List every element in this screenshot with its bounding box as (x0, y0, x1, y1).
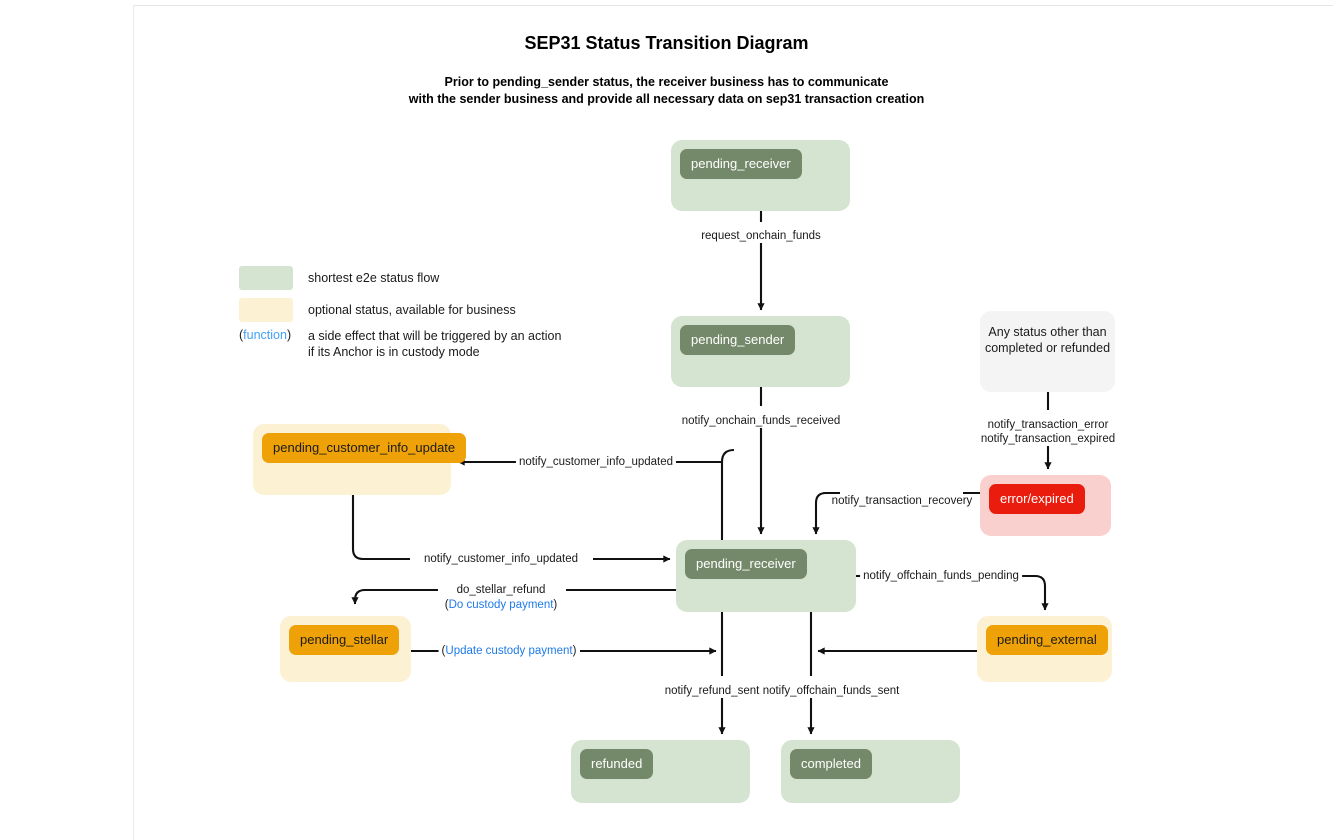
node-label-error-expired: error/expired (989, 484, 1085, 514)
edge-label-notify-customer-info-updated-top: notify_customer_info_updated (515, 455, 677, 469)
legend-function-desc-line1: a side effect that will be triggered by … (308, 329, 562, 343)
edge-label-notify-onchain-funds-received: notify_onchain_funds_received (678, 414, 844, 428)
edge-notify-customer-info-updated-top-riser-hidden (856, 528, 866, 555)
fn-paren-close-do-custody: ) (553, 599, 558, 611)
fn-paren-open-do-custody: ( (444, 599, 449, 611)
edge-label-do-custody-payment: (Do custody payment) (441, 598, 561, 612)
legend-item-optional-status: optional status, available for business (239, 298, 516, 322)
edge-label-update-custody-payment: (Update custody payment) (438, 644, 580, 658)
legend-item-shortest-flow: shortest e2e status flow (239, 266, 439, 290)
node-pending-receiver-top[interactable]: pending_receiver (671, 140, 850, 211)
node-error-expired[interactable]: error/expired (980, 475, 1111, 536)
edge-label-do-stellar-refund: do_stellar_refund (453, 583, 549, 597)
edge-label-request-onchain-funds: request_onchain_funds (698, 229, 824, 243)
fn-text-update-custody-payment: Update custody payment (445, 645, 573, 657)
edge-do-stellar-refund-b (351, 588, 438, 605)
node-label-pending-receiver-top: pending_receiver (680, 149, 802, 179)
node-label-completed: completed (790, 749, 872, 779)
fn-paren-close-update-custody: ) (572, 645, 577, 657)
legend-function-description: a side effect that will be triggered by … (308, 328, 561, 360)
page-subtitle-line2: with the sender business and provide all… (408, 92, 925, 106)
node-pending-customer-info-update[interactable]: pending_customer_info_update (253, 424, 467, 495)
legend-item-function: (function) a side effect that will be tr… (239, 328, 561, 360)
legend-swatch-orange (239, 298, 293, 322)
legend-label-shortest-flow: shortest e2e status flow (308, 271, 440, 285)
edge-notify-customer-info-updated-mid-a (351, 495, 410, 561)
edge-notify-offchain-funds-pending-b (1015, 574, 1049, 611)
page-title: SEP31 Status Transition Diagram (524, 33, 809, 53)
node-label-refunded: refunded (580, 749, 654, 779)
legend-function-paren-close: ) (286, 328, 292, 342)
fn-paren-open-update-custody: ( (441, 645, 446, 657)
legend-function-desc-line2: if its Anchor is in custody mode (308, 345, 480, 359)
fn-text-do-custody-payment: Do custody payment (448, 599, 554, 611)
edge-label-notify-offchain-funds-sent: notify_offchain_funds_sent (759, 684, 903, 698)
edge-notify-transaction-recovery-b (812, 491, 840, 535)
legend-function-marker: (function) (239, 328, 293, 342)
edge-label-notify-customer-info-updated-mid: notify_customer_info_updated (420, 552, 582, 566)
node-label-pending-receiver-mid: pending_receiver (685, 549, 807, 579)
node-label-pending-external: pending_external (986, 625, 1108, 655)
node-pending-sender[interactable]: pending_sender (671, 316, 850, 387)
window-frame-left-border (133, 5, 134, 840)
edge-label-notify-transaction-recovery: notify_transaction_recovery (828, 494, 976, 508)
node-completed[interactable]: completed (781, 740, 960, 803)
edge-cust-info-top-from-node (734, 450, 866, 460)
legend-swatch-green (239, 266, 293, 290)
legend-label-optional-status: optional status, available for business (308, 303, 516, 317)
window-frame-top-border (133, 5, 1333, 6)
page-subtitle: Prior to pending_sender status, the rece… (0, 74, 1333, 108)
legend-function-paren-open: ( (239, 328, 244, 342)
edge-label-notify-transaction-expired: notify_transaction_expired (977, 432, 1119, 446)
node-label-pending-stellar: pending_stellar (289, 625, 400, 655)
node-refunded[interactable]: refunded (571, 740, 750, 803)
node-pending-stellar[interactable]: pending_stellar (280, 616, 411, 682)
node-pending-external[interactable]: pending_external (977, 616, 1112, 682)
node-pending-receiver-mid[interactable]: pending_receiver (676, 540, 856, 612)
node-label-pending-customer-info-update: pending_customer_info_update (262, 433, 467, 463)
legend-function-word: function (243, 328, 287, 342)
edge-label-notify-refund-sent: notify_refund_sent (661, 684, 763, 698)
edge-cust-info-top-corner (720, 448, 735, 540)
node-label-pending-sender: pending_sender (680, 325, 796, 355)
edge-label-notify-offchain-funds-pending: notify_offchain_funds_pending (860, 569, 1022, 583)
edge-label-notify-transaction-error: notify_transaction_error (984, 418, 1112, 432)
page-subtitle-line1: Prior to pending_sender status, the rece… (444, 75, 889, 89)
